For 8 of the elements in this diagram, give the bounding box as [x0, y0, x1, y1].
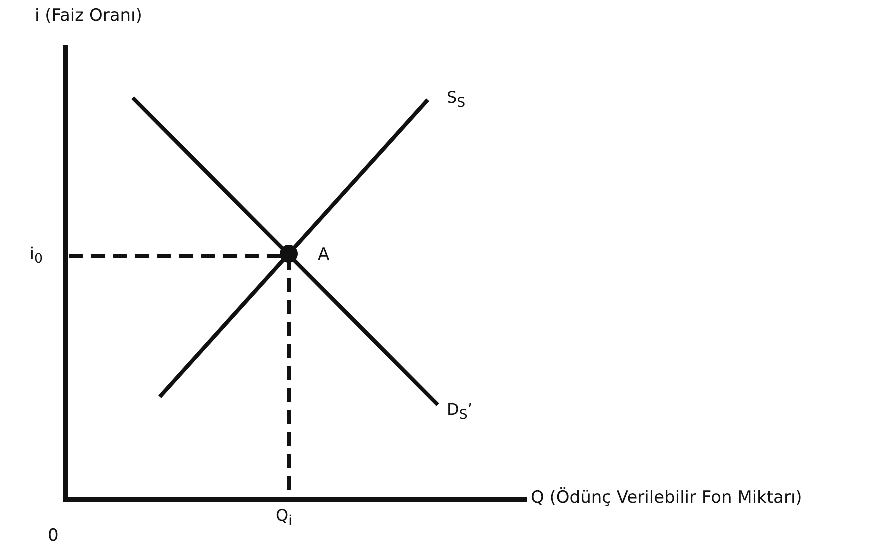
- origin-label: 0: [48, 526, 59, 546]
- axis-label: Q (Ödünç Verilebilir Fon Miktarı): [531, 488, 802, 508]
- axis-label: i (Faiz Oranı): [35, 6, 142, 26]
- axis-value-label: i$_{0}$: [30, 244, 43, 268]
- point-label: A: [318, 245, 330, 266]
- curve-label: S$_{S}$: [447, 88, 466, 112]
- curve-label: D$_{S}$’: [447, 400, 473, 424]
- axis-value-label: Q$_{i}$: [276, 506, 292, 530]
